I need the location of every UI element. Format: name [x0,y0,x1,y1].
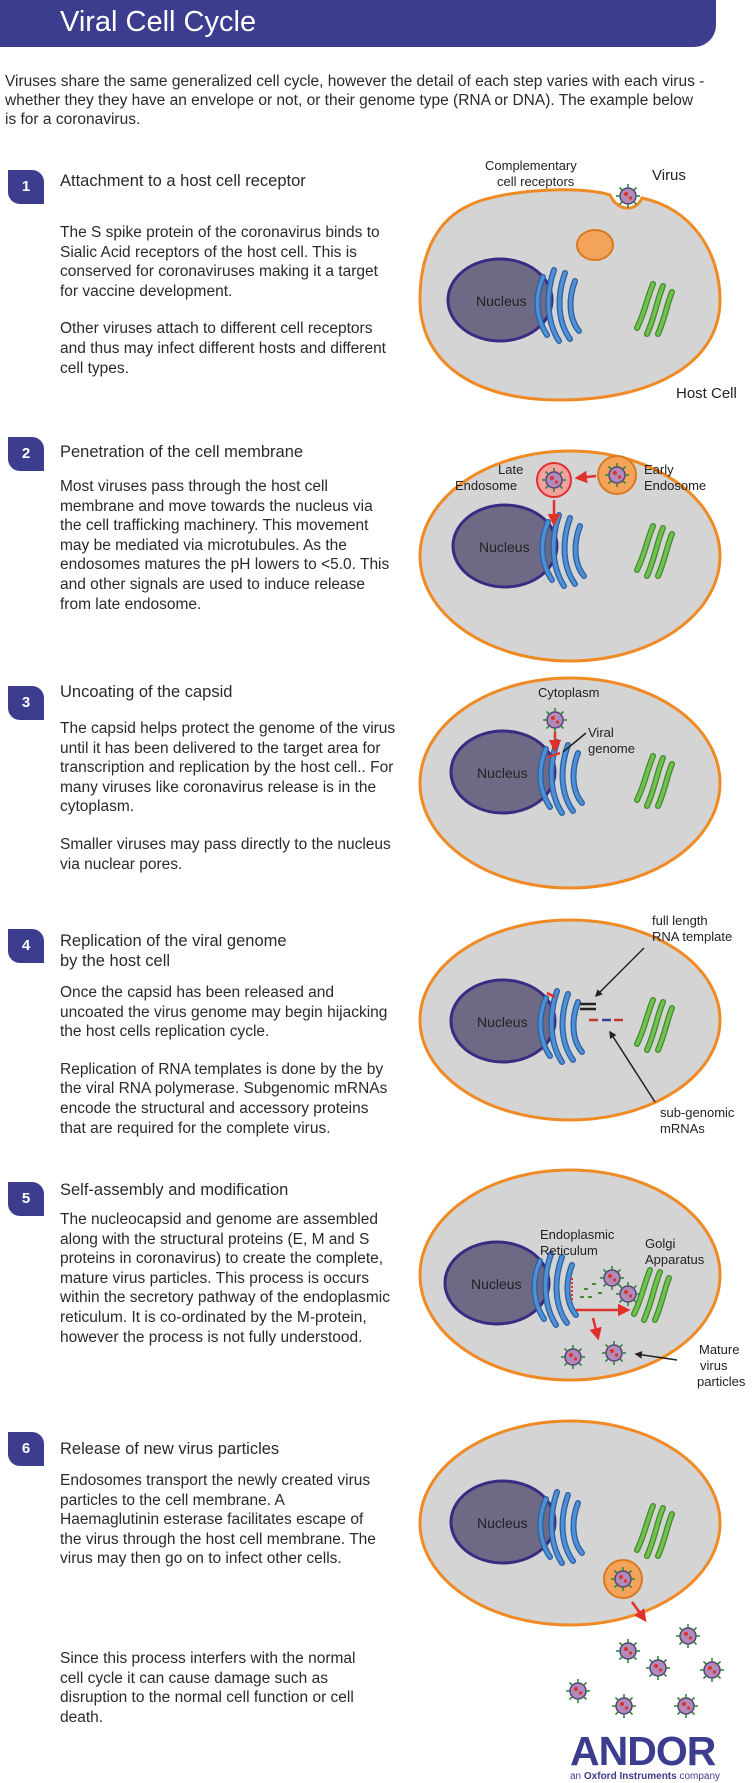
host-cell-label: Host Cell [676,385,737,402]
step-4-body: Once the capsid has been released and un… [60,983,395,1138]
diagram-release: Nucleus [418,1419,725,1719]
diagram-replication: Nucleus full length RNA template sub-gen… [418,913,735,1136]
step-5-badge: 5 [8,1182,44,1216]
diagram-penetration: Nucleus Late Endosome Early Endosome [418,449,722,663]
virus-icon [615,183,641,209]
nucleus-label: Nucleus [471,1276,522,1292]
full-length-label-line: RNA template [652,929,732,944]
step-3-badge: 3 [8,686,44,720]
step-1-title: Attachment to a host cell receptor [60,172,306,190]
diagram-self-assembly: Nucleus Endoplasmic Reticulum Golgi Appa… [418,1168,746,1389]
intro-text: Viruses share the same generalized cell … [5,73,705,128]
mature-virus-label-line: particles [697,1374,746,1389]
er-label-line: Endoplasmic [540,1227,615,1242]
step-5-body: The nucleocapsid and genome are assemble… [60,1210,390,1347]
step-4-title: Replication of the viral genome by the h… [60,931,287,971]
step-6-title: Release of new virus particles [60,1440,280,1458]
step-4-title-line: Replication of the viral genome [60,932,287,950]
step-2-paragraph: Most viruses pass through the host cell … [60,478,390,613]
mature-virus-label-line: Mature [699,1342,739,1357]
nucleus-label: Nucleus [479,539,530,555]
step-4-badge: 4 [8,929,44,963]
early-endosome-label-line: Early [644,462,674,477]
cytoplasm-label: Cytoplasm [538,685,599,700]
virus-label: Virus [652,167,686,184]
early-endosome-label-line: Endosome [644,478,706,493]
step-2-body: Most viruses pass through the host cell … [60,477,395,614]
step-1-paragraph: The S spike protein of the coronavirus b… [60,224,380,300]
andor-logo: ANDOR [570,1728,716,1774]
step-4-paragraph: Once the capsid has been released and un… [60,984,388,1041]
step-5-title: Self-assembly and modification [60,1181,289,1199]
full-length-label-line: full length [652,913,708,928]
nucleus-label: Nucleus [476,293,527,309]
step-3-body: The capsid helps protect the genome of t… [60,719,400,874]
viral-genome-label-line: genome [588,741,635,756]
step-6-paragraph: Endosomes transport the newly created vi… [60,1472,376,1568]
step-6-body: Endosomes transport the newly created vi… [60,1471,380,1727]
step-4-paragraph: Replication of RNA templates is done by … [60,1060,388,1137]
diagram-attachment: Nucleus Complementary cell receptors Vir… [418,158,737,402]
nucleus-label: Nucleus [477,765,528,781]
step-3-paragraph: The capsid helps protect the genome of t… [60,720,396,816]
logo-tagline-brand: Oxford Instruments [583,1771,677,1782]
late-endosome-label-line: Late [498,462,523,477]
golgi-label-line: Golgi [645,1236,675,1251]
step-3-title: Uncoating of the capsid [60,683,233,701]
step-3-paragraph: Smaller viruses may pass directly to the… [60,835,391,873]
logo-tagline: an Oxford Instruments company [570,1771,720,1782]
receptors-label-line: cell receptors [497,174,575,189]
nucleus-label: Nucleus [477,1014,528,1030]
sub-genomic-label-line: mRNAs [660,1121,705,1136]
logo-tagline-prefix: an [570,1771,584,1782]
mature-virus-label-line: virus [700,1358,728,1373]
step-6-paragraph: Since this process interfers with the no… [60,1649,356,1726]
step-5-paragraph: The nucleocapsid and genome are assemble… [60,1211,390,1346]
diagram-uncoating: Nucleus Cytoplasm Viral genome [418,676,722,890]
sub-genomic-label-line: sub-genomic [660,1105,735,1120]
step-6-badge: 6 [8,1432,44,1466]
page-title: Viral Cell Cycle [60,6,257,38]
step-1-badge: 1 [8,170,44,204]
receptors-label-line: Complementary [485,158,577,173]
step-2-badge: 2 [8,437,44,471]
nucleus-label: Nucleus [477,1515,528,1531]
step-1-body: The S spike protein of the coronavirus b… [60,223,395,378]
step-4-title-line: by the host cell [60,952,171,970]
step-1-paragraph: Other viruses attach to different cell r… [60,320,386,377]
er-label-line: Reticulum [540,1243,598,1258]
viral-genome-label-line: Viral [588,725,614,740]
late-endosome-label-line: Endosome [455,478,517,493]
golgi-label-line: Apparatus [645,1252,705,1267]
logo-tagline-suffix: company [676,1771,721,1782]
step-2-title: Penetration of the cell membrane [60,443,304,461]
title-banner: Viral Cell Cycle [0,0,716,47]
